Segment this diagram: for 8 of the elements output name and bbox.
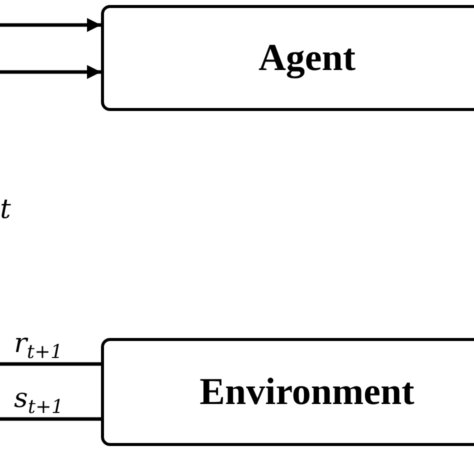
arrow [0, 18, 101, 32]
agent-box [101, 5, 474, 111]
node-title: Agent [258, 36, 356, 80]
arrow [0, 65, 101, 79]
line [0, 362, 101, 366]
environment-box [101, 338, 474, 446]
line [0, 417, 101, 421]
node-title: Environment [200, 370, 414, 414]
